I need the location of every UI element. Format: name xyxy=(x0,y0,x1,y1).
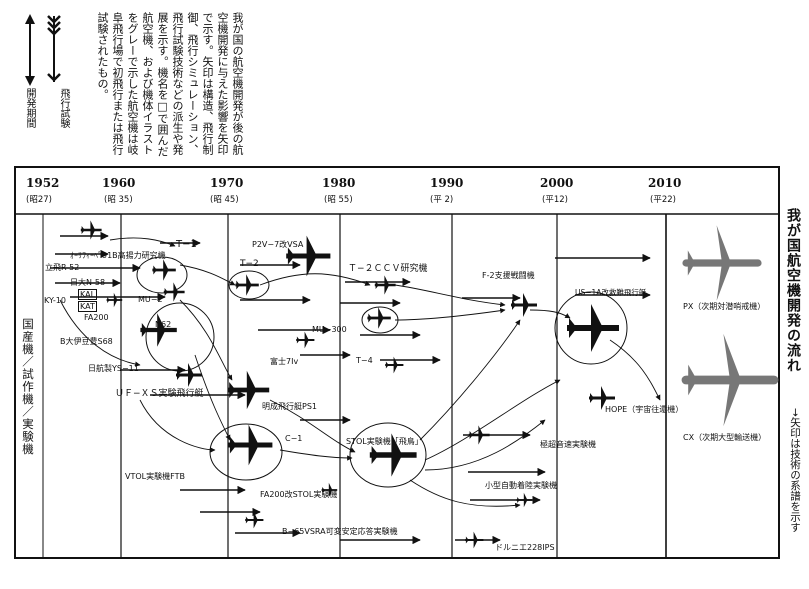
aircraft-label-highspeed: 極超音速実験機 xyxy=(540,440,596,449)
diagram-frame xyxy=(14,166,780,559)
aircraft-label-t2ccv: Ｔ−２ＣＣＶ研究機 xyxy=(348,264,428,274)
aircraft-label-t4: T−4 xyxy=(356,356,373,365)
px-silhouette xyxy=(686,225,758,301)
aircraft-label-fa200stol: FA200改STOL実験機 xyxy=(260,490,338,499)
cx-silhouette xyxy=(686,334,774,426)
era-1960: (昭 35) xyxy=(104,195,133,205)
aircraft-label-us1a: US−1A改救難飛行艇 xyxy=(575,288,647,297)
era-1952: (昭27) xyxy=(26,195,52,205)
aircraft-label-mu300: MU−300 xyxy=(312,325,347,334)
aircraft-label-dornier: ドルニエ228IPS xyxy=(495,543,555,552)
era-2000: (平12) xyxy=(542,195,568,205)
year-1990: 1990 xyxy=(430,176,464,190)
aircraft-label-kat: KAT xyxy=(78,301,97,312)
development-period-arrow-icon xyxy=(25,14,35,86)
year-2010: 2010 xyxy=(648,176,682,190)
era-1980: (昭 55) xyxy=(324,195,353,205)
legend xyxy=(25,14,61,86)
category-label: 国産機／試作機／実験機 xyxy=(21,318,35,456)
aircraft-label-px: PX（次期対潜哨戒機） xyxy=(683,302,766,311)
lineage-arrows xyxy=(59,237,661,509)
era-1970: (昭 45) xyxy=(210,195,239,205)
aircraft-label-stol: STOL実験機「飛鳥」 xyxy=(346,437,423,446)
aircraft-label-ufxs: ＵＦ−ＸＳ実験飛行艇 xyxy=(115,389,204,399)
aircraft-label-kal: KAL xyxy=(78,289,98,300)
year-2000: 2000 xyxy=(540,176,574,190)
aircraft-label-hope: HOPE（宇宙往還機） xyxy=(605,405,684,414)
page-title: 我が国航空機開発の流れ xyxy=(785,208,801,373)
aircraft-label-fa91b: ｵｰﾘﾌｨｰﾍﾞ91B高揚力研究機 xyxy=(70,251,166,260)
flight-test-arrow-icon xyxy=(47,15,61,82)
aircraft-label-t1: T−1 xyxy=(176,239,197,250)
legend-development-period-label: 開発期間 xyxy=(24,88,35,128)
aircraft-label-auto: 小型自動着陸実験機 xyxy=(485,481,557,490)
aircraft-label-ps1: 明成飛行艇PS1 xyxy=(262,402,317,411)
aircraft-label-kr52: 立飛R-52 xyxy=(45,263,80,272)
year-1952: 1952 xyxy=(26,176,60,190)
aircraft-label-b6: B大伊豆豊S68 xyxy=(60,337,113,346)
future-aircraft xyxy=(686,225,774,426)
aircraft-label-t2: T−2 xyxy=(240,259,259,269)
aircraft-label-b65: B−65VSRA可変安定応答実験機 xyxy=(282,527,398,536)
aircraft-label-p2v: P2V−7改VSA xyxy=(252,240,304,249)
year-1960: 1960 xyxy=(102,176,136,190)
aircraft-label-ky10: KY-10 xyxy=(44,296,66,305)
aircraft-label-vtol: VTOL実験機FTB xyxy=(125,472,185,481)
aircraft-label-n62: N62 xyxy=(155,320,172,329)
aircraft-label-ys11: 日航製YS−11 xyxy=(88,364,139,373)
aircraft-label-c1: C−1 xyxy=(285,434,303,443)
explanatory-note: 我が国の航空機開発が後の航空機開発に与えた影響を矢印で示す。矢印は構造、飛行制御… xyxy=(96,12,244,157)
legend-flight-test-label: 飛行試験 xyxy=(58,88,69,128)
development-period-arrows xyxy=(50,231,651,545)
aircraft-label-fh52: 日大N-58 xyxy=(70,278,106,287)
year-1980: 1980 xyxy=(322,176,356,190)
era-2010: (平22) xyxy=(650,195,676,205)
aircraft-label-fa200: FA200 xyxy=(84,313,109,322)
aircraft-label-cx: CX（次期大型輸送機） xyxy=(683,433,767,442)
era-1990: (平 2) xyxy=(430,195,454,205)
page-subtitle: →矢印は技術の系譜を示す xyxy=(789,408,801,533)
aircraft-label-f2: F-2支援戦闘機 xyxy=(482,271,535,280)
aircraft-label-fuji7: 富士7Iv xyxy=(270,357,299,366)
year-1970: 1970 xyxy=(210,176,244,190)
aircraft-label-mu2: MU−2 xyxy=(138,295,163,304)
